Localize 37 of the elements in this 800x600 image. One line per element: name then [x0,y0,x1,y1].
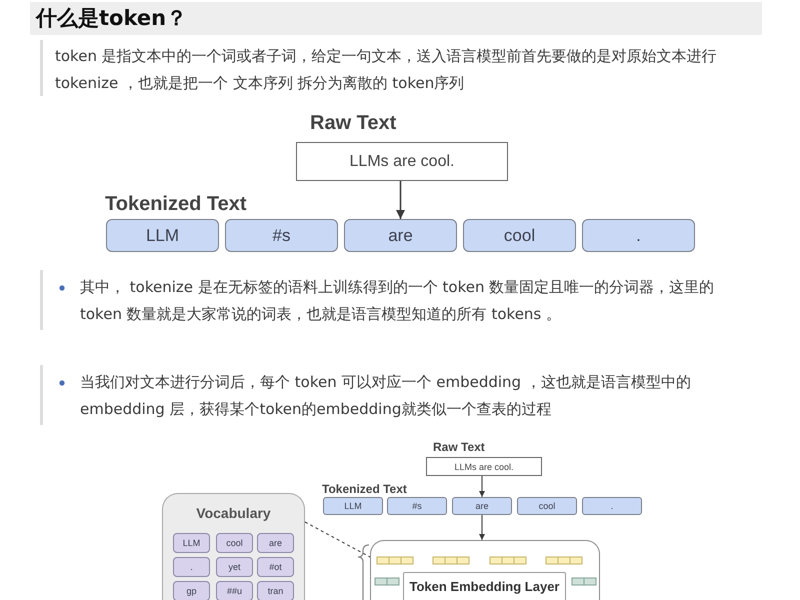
vocab-token: #ot [257,557,294,577]
token-box: cool [463,219,576,252]
token-box: are [452,497,512,515]
vocab-token: gp [173,581,210,600]
row-heading: Tokenized Text [105,193,247,215]
vocabulary-panel [162,493,305,600]
page-title: 什么是token？ [36,5,188,31]
vocab-token: yet [216,557,253,577]
vocab-token: ##u [216,581,253,600]
arrow [479,514,485,540]
layer-label-box: Token Embedding Layer [403,572,566,600]
token-box: cool [517,497,577,515]
token-box: are [344,219,457,252]
token-box: . [582,497,642,515]
vocab-token: cool [216,533,253,553]
bullet-text: 当我们对文本进行分词后，每个 token 可以对应一个 embedding ，这也就是语言模型中的 embedding 层，获得某个token的embedding就类似一个查表的过程 [80,372,692,420]
vocab-token: are [257,533,294,553]
token-box: . [582,219,695,252]
token-box: LLM [323,497,383,515]
vocab-token: . [173,557,210,577]
token-box: LLM [106,219,219,252]
arrow [396,181,405,219]
sentence-box: LLMs are cool. [426,457,542,476]
arrow [479,476,485,498]
panel-heading: Vocabulary [196,505,271,521]
bullet-text: 其中， tokenize 是在无标签的语料上训练得到的一个 token 数量固定且唯一的分词器，这里的 token 数量就是大家常说的词表，也就是语言模型知道的所有 tokens 。 [80,277,716,325]
diagram-heading: Raw Text [310,112,396,134]
dashed-connector [304,522,370,558]
token-box: #s [387,497,447,515]
vocab-token: tran [257,581,294,600]
sentence-box: LLMs are cool. [296,142,508,181]
diagram-heading: Raw Text [433,441,485,454]
layer-panel [370,540,600,600]
row-heading: Tokenized Text [322,483,407,496]
quote-paragraph: token 是指文本中的一个词或者子词，给定一句文本，送入语言模型前首先要做的是对原始文本进行 tokenize ，也就是把一个 文本序列 拆分为离散的 token序列 [55,46,718,94]
vocab-token: LLM [173,533,210,553]
token-box: #s [225,219,338,252]
